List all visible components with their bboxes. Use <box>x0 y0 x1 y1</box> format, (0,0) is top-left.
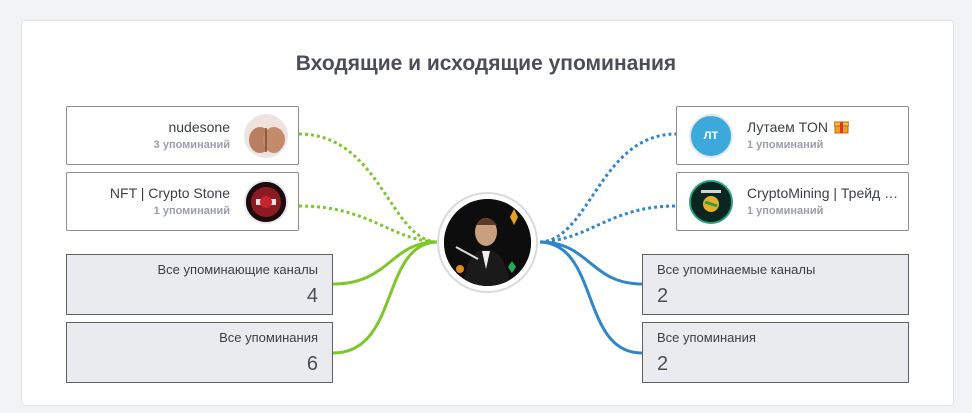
avatar-initials: ЛТ <box>703 130 719 142</box>
channel-name: nudesone <box>168 119 230 135</box>
stat-value: 2 <box>657 285 669 307</box>
avatar-image-icon <box>691 182 731 222</box>
stat-mentioned-channels[interactable]: Все упоминаемые каналы 2 <box>642 254 909 315</box>
stat-mentioning-channels[interactable]: Все упоминающие каналы 4 <box>66 254 333 315</box>
channel-name: NFT | Crypto Stone <box>109 185 230 201</box>
line-incoming-1 <box>298 132 438 244</box>
channel-avatar: ЛТ <box>689 114 733 158</box>
line-stat-left-1 <box>332 240 438 286</box>
line-outgoing-1 <box>539 132 677 244</box>
channel-name: CryptoMining | Трейд … <box>747 185 899 201</box>
line-stat-left-2 <box>332 240 438 355</box>
incoming-channel-1[interactable]: nudesone 3 упоминаний <box>66 106 299 165</box>
mentions-count: 3 упоминаний <box>153 139 230 151</box>
stat-label: Все упоминания <box>219 330 318 345</box>
gift-icon <box>833 121 850 134</box>
channel-avatar <box>689 180 733 224</box>
stat-value: 4 <box>306 285 318 307</box>
mentions-count: 1 упоминаний <box>747 205 824 217</box>
avatar-image-icon <box>246 116 286 156</box>
section-title: Входящие и исходящие упоминания <box>295 52 677 75</box>
line-outgoing-2 <box>539 204 677 244</box>
stat-value: 2 <box>657 353 669 375</box>
stat-value: 6 <box>306 353 318 375</box>
line-incoming-2 <box>298 204 438 244</box>
stat-label: Все упоминающие каналы <box>157 262 318 277</box>
channel-avatar <box>244 114 288 158</box>
outgoing-channel-2[interactable]: CryptoMining | Трейд … 1 упоминаний <box>676 172 909 231</box>
stat-label: Все упоминания <box>657 330 756 345</box>
channel-name: Лутаем TON <box>747 119 897 135</box>
line-stat-right-2 <box>539 240 643 355</box>
stat-label: Все упоминаемые каналы <box>657 262 816 277</box>
mentions-count: 1 упоминаний <box>153 205 230 217</box>
mentions-count: 1 упоминаний <box>747 139 824 151</box>
avatar-image-icon <box>246 182 286 222</box>
stat-all-mentions-outgoing[interactable]: Все упоминания 2 <box>642 322 909 383</box>
conductor-image-icon <box>444 199 531 286</box>
incoming-channel-2[interactable]: NFT | Crypto Stone 1 упоминаний <box>66 172 299 231</box>
outgoing-channel-1[interactable]: ЛТ Лутаем TON 1 упоминаний <box>676 106 909 165</box>
channel-avatar <box>244 180 288 224</box>
line-stat-right-1 <box>539 240 643 286</box>
stat-all-mentions-incoming[interactable]: Все упоминания 6 <box>66 322 333 383</box>
center-photo <box>444 199 531 286</box>
channel-center-avatar[interactable] <box>437 192 538 293</box>
